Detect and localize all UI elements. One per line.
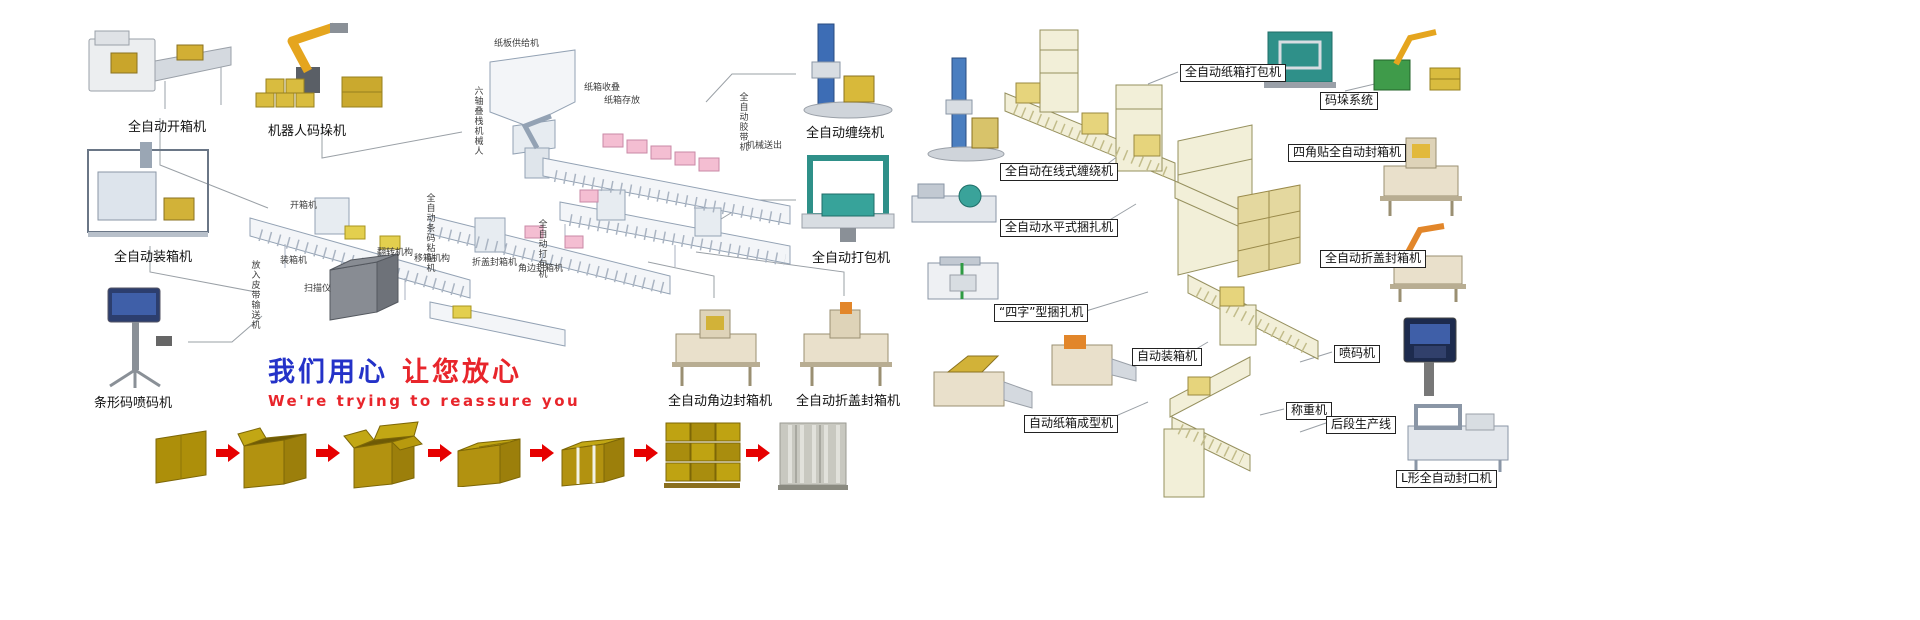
- center-lineart-diagram: [249, 49, 791, 347]
- label-robot-palletizer: 机器人码垛机: [268, 124, 347, 139]
- photo-carton-opener: [85, 25, 235, 115]
- callout-weigher: 称重机: [1286, 402, 1333, 420]
- carton-flaps-open-icon: [343, 421, 423, 489]
- line-label-corner-sealer: 角边封箱机: [518, 264, 564, 274]
- flat-carton-blank-icon: [155, 430, 207, 484]
- slogan-cn-part2: 让您放心: [402, 357, 522, 388]
- flow-step-palletized-cartons: [662, 417, 742, 492]
- line-label-cardboard-feeder: 纸板供给机: [494, 39, 540, 49]
- callout-online-wrapper: 全自动在线式缠绕机: [1000, 163, 1119, 181]
- sealed-carton-icon: [457, 438, 521, 487]
- slogan-cn: 我们用心让您放心: [268, 350, 522, 389]
- auto-case-packer-illustration: [1051, 335, 1137, 386]
- callout-flap-fold-sealer: 全自动折盖封箱机: [1320, 250, 1427, 268]
- line-label-strapper: 全自动打包机: [536, 219, 547, 279]
- stretch-wrapped-pallet-icon: [778, 422, 848, 490]
- photo-sizi-strapper: [920, 255, 1005, 307]
- barcode-printer-illustration: [107, 287, 172, 388]
- carton-opener-illustration: [88, 30, 232, 109]
- photo-robot-palletizer: [250, 15, 390, 120]
- four-corner-sealer-illustration: [1380, 137, 1462, 216]
- case-packer-illustration: [87, 142, 209, 237]
- callout-carton-former: 自动纸箱成型机: [1024, 415, 1119, 433]
- photo-four-corner-sealer: [1376, 130, 1466, 218]
- photo-wrapping-machine: [796, 20, 896, 120]
- photo-horizontal-strapper: [908, 178, 1000, 230]
- l-bar-sealer-illustration: [1407, 404, 1509, 472]
- line-label-carton-opener: 开箱机: [290, 201, 318, 211]
- slogan-cn-part1: 我们用心: [268, 357, 388, 388]
- photo-inkjet-printer: [1394, 310, 1466, 398]
- sizi-strapper-illustration: [927, 256, 999, 300]
- horizontal-strapper-illustration: [911, 183, 997, 223]
- photo-l-bar-sealer: [1402, 396, 1514, 474]
- palletizing-system-illustration: [1373, 29, 1461, 91]
- flow-step-flat-carton-blank: [150, 425, 212, 487]
- line-label-carton-storage: 纸箱存放: [604, 96, 641, 106]
- opened-carton-icon: [237, 427, 307, 489]
- flap-sealer-illustration: [800, 302, 892, 386]
- corner-sealer-illustration: [672, 309, 760, 386]
- flow-arrow-icon: [530, 444, 554, 466]
- inkjet-printer-illustration: [1403, 317, 1457, 396]
- photo-palletizing-system: [1366, 20, 1466, 98]
- flow-arrow-icon: [216, 444, 240, 466]
- label-carton-opener: 全自动开箱机: [128, 120, 207, 135]
- callout-sizi-strapper: “四字”型捆扎机: [994, 304, 1089, 322]
- label-wrapping-machine: 全自动缠绕机: [806, 126, 885, 141]
- carton-strapper-illustration: [1264, 31, 1336, 88]
- label-flap-sealer: 全自动折盖封箱机: [796, 394, 901, 409]
- flow-step-opened-carton: [236, 420, 312, 490]
- line-label-barcode-labeler: 全自动条码粘贴机: [424, 193, 435, 273]
- wrapping-machine-illustration: [803, 23, 893, 119]
- line-label-box-mover: 移箱机构: [414, 254, 451, 264]
- flow-step-sealed-carton: [450, 427, 526, 487]
- strapping-machine-illustration: [801, 155, 895, 242]
- slogan-en: We're trying to reassure you: [268, 392, 581, 410]
- callout-carton-strapper: 全自动纸箱打包机: [1180, 64, 1287, 82]
- flow-arrow-icon: [634, 444, 658, 466]
- callout-auto-case-packer: 自动装箱机: [1132, 348, 1203, 366]
- callout-four-corner-sealer: 四角贴全自动封箱机: [1288, 144, 1407, 162]
- flow-step-strapped-carton: [554, 424, 630, 488]
- carton-former-illustration: [933, 355, 1033, 409]
- photo-online-wrapper: [922, 52, 1010, 164]
- photo-barcode-inkjet-printer: [90, 276, 190, 390]
- callout-backend-line: 后段生产线: [1326, 416, 1397, 434]
- robot-palletizer-illustration: [255, 22, 383, 108]
- online-wrapper-illustration: [927, 57, 1005, 162]
- flow-step-carton-flaps-open: [340, 418, 424, 490]
- flow-arrow-icon: [746, 444, 770, 466]
- right-isometric-diagram: [1004, 29, 1319, 498]
- photo-corner-edge-sealer: [666, 300, 766, 388]
- label-case-packer: 全自动装箱机: [114, 250, 193, 265]
- line-label-scanner: 扫描仪: [304, 284, 332, 294]
- label-strapping-machine: 全自动打包机: [812, 251, 891, 266]
- line-label-six-axis-robot: 六轴叠栈机械人: [472, 86, 483, 156]
- callout-inkjet-printer: 喷码机: [1334, 345, 1381, 363]
- line-label-machine-out: 机械送出: [746, 141, 783, 151]
- line-label-turner: 翻转机构: [377, 248, 414, 258]
- line-label-carton-collect: 纸箱收叠: [584, 83, 621, 93]
- label-corner-sealer: 全自动角边封箱机: [668, 394, 773, 409]
- strapped-carton-icon: [561, 437, 625, 487]
- line-label-flap-sealer: 折盖封箱机: [472, 258, 518, 268]
- photo-flap-fold-sealer: [794, 298, 898, 388]
- photo-strapping-machine: [796, 150, 900, 246]
- palletized-cartons-icon: [664, 422, 741, 488]
- photo-case-packer: [80, 138, 218, 244]
- callout-horizontal-strapper: 全自动水平式捆扎机: [1000, 219, 1119, 237]
- photo-auto-case-packer: [1046, 333, 1138, 393]
- flow-step-stretch-wrapped-pallet: [774, 417, 852, 492]
- flow-arrow-icon: [316, 444, 340, 466]
- photo-carton-strapper-teal: [1260, 26, 1340, 94]
- line-label-belt-conveyor: 放入皮带输送机: [249, 260, 260, 330]
- callout-l-bar-sealer: L形全自动封口机: [1396, 470, 1497, 488]
- photo-carton-former: [928, 352, 1036, 420]
- line-label-case-packer: 装箱机: [280, 256, 308, 266]
- callout-palletizing-system: 码垛系统: [1320, 92, 1379, 110]
- flow-arrow-icon: [428, 444, 452, 466]
- line-label-tape-machine: 全自动胶带机: [737, 92, 748, 152]
- label-barcode-printer: 条形码喷码机: [94, 396, 173, 411]
